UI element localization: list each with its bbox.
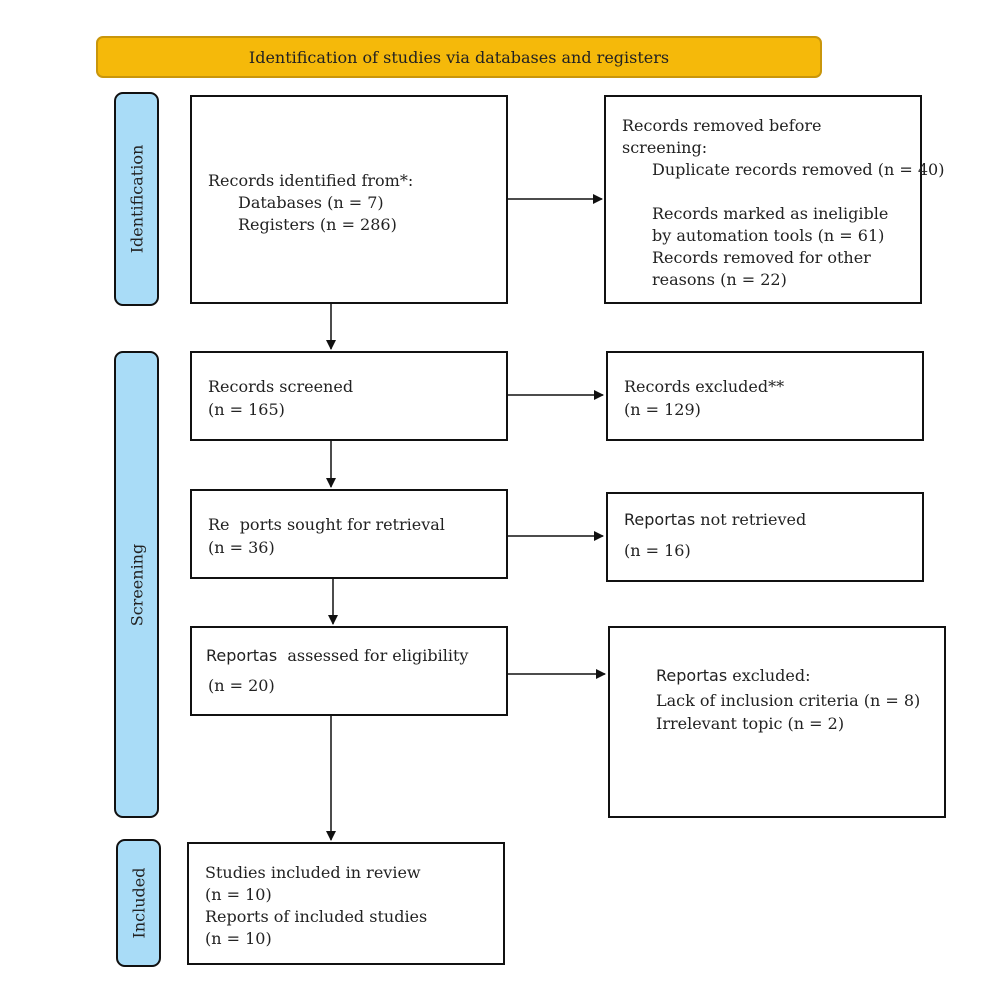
studies-included-count: (n = 10) <box>205 885 272 904</box>
box-reports-not-retrieved: Reportas not retrieved (n = 16) <box>606 492 924 582</box>
reports-excluded-reason-2: Irrelevant topic (n = 2) <box>656 714 845 733</box>
box-records-excluded: Records excluded** (n = 129) <box>606 351 924 441</box>
phase-included: Included <box>116 839 161 967</box>
header-title: Identification of studies via databases … <box>248 47 670 67</box>
reports-excluded-title: Reportas excluded: <box>656 665 811 687</box>
records-removed-ineligible-1: Records marked as ineligible <box>652 204 889 223</box>
box-studies-included: Studies included in review (n = 10) Repo… <box>187 842 505 965</box>
reports-not-retrieved-count: (n = 16) <box>624 541 691 560</box>
box-reports-assessed: Reportas assessed for eligibility (n = 2… <box>190 626 508 716</box>
box-records-removed: Records removed before screening: Duplic… <box>604 95 944 304</box>
studies-included-title: Studies included in review <box>205 863 421 882</box>
reports-assessed-count: (n = 20) <box>208 676 275 695</box>
reports-included-title: Reports of included studies <box>205 907 428 926</box>
header-banner: Identification of studies via databases … <box>96 36 822 78</box>
phase-identification: Identification <box>114 92 159 306</box>
records-screened-count: (n = 165) <box>208 400 285 419</box>
reports-assessed-bold: Reportas <box>206 646 278 665</box>
reports-not-retrieved-title: Reportas not retrieved <box>624 509 806 531</box>
reports-not-retrieved-bold: Reportas <box>624 510 696 529</box>
reports-assessed-title: Reportas assessed for eligibility <box>206 645 468 667</box>
box-reports-sought: Re ports sought for retrieval (n = 36) <box>190 489 508 579</box>
records-removed-ineligible-2: by automation tools (n = 61) <box>652 226 885 245</box>
reports-excluded-reason-1: Lack of inclusion criteria (n = 8) <box>656 691 921 710</box>
records-excluded-title: Records excluded** <box>624 377 785 396</box>
records-removed-other-1: Records removed for other <box>652 248 871 267</box>
reports-not-retrieved-rest: not retrieved <box>695 510 807 529</box>
records-excluded-count: (n = 129) <box>624 400 701 419</box>
records-removed-duplicates: Duplicate records removed (n = 40) <box>652 160 945 179</box>
records-identified-title: Records identified from*: <box>208 171 414 190</box>
reports-excluded-rest: excluded: <box>727 666 811 685</box>
reports-included-count: (n = 10) <box>205 929 272 948</box>
phase-screening: Screening <box>114 351 159 818</box>
box-records-screened: Records screened (n = 165) <box>190 351 508 441</box>
reports-assessed-rest: assessed for eligibility <box>277 646 469 665</box>
records-identified-registers: Registers (n = 286) <box>238 215 397 234</box>
box-records-identified: Records identified from*: Databases (n =… <box>190 95 508 304</box>
box-reports-excluded: Reportas excluded: Lack of inclusion cri… <box>608 626 946 818</box>
records-identified-databases: Databases (n = 7) <box>238 193 384 212</box>
reports-excluded-bold: Reportas <box>656 666 728 685</box>
records-removed-other-2: reasons (n = 22) <box>652 270 787 289</box>
records-removed-title-2: screening: <box>622 138 708 157</box>
records-screened-title: Records screened <box>208 377 354 396</box>
reports-sought-count: (n = 36) <box>208 538 275 557</box>
records-removed-title-1: Records removed before <box>622 116 822 135</box>
reports-sought-title: Re ports sought for retrieval <box>208 515 445 534</box>
